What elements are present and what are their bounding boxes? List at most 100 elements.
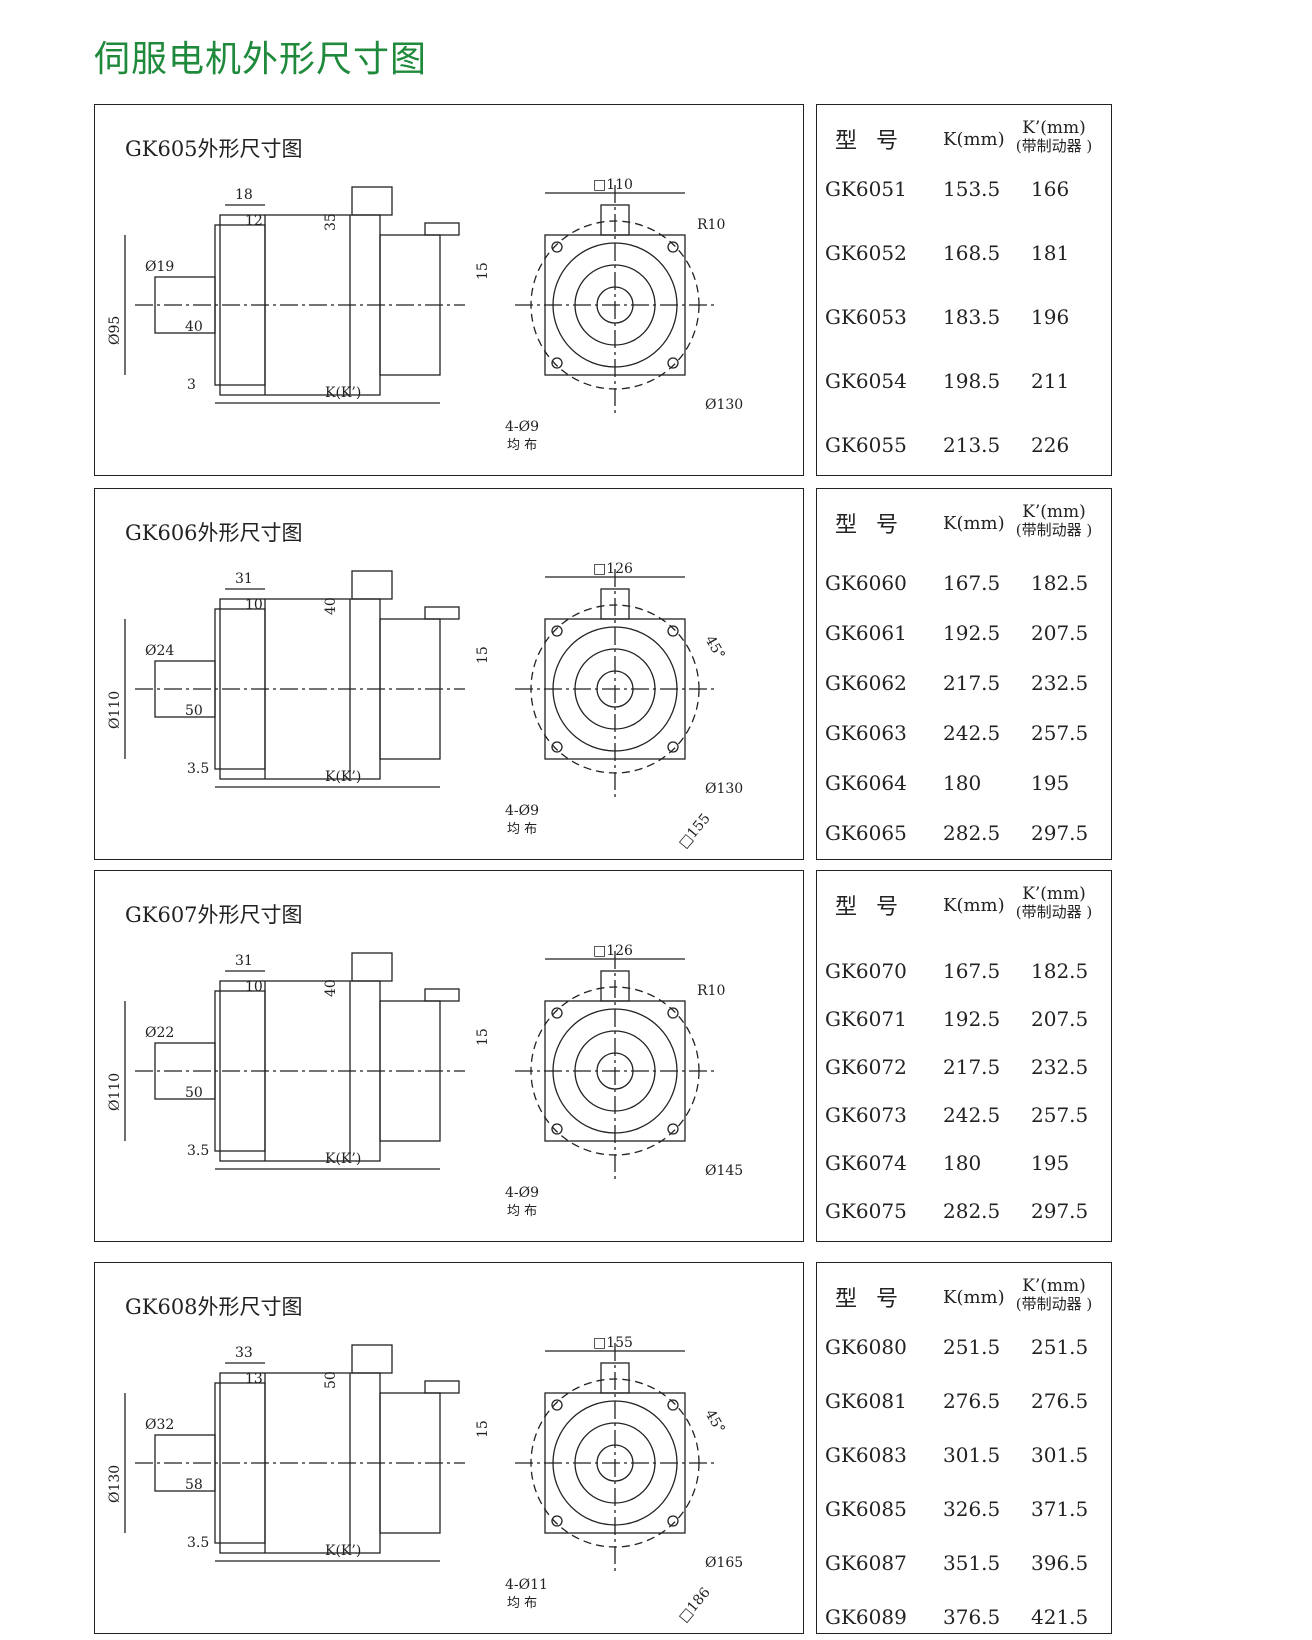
mount-hole [667, 241, 679, 253]
cell-model: GK6065 [825, 821, 907, 845]
cell-k: 242.5 [943, 1103, 1001, 1127]
mount-hole [551, 1515, 563, 1527]
cell-model: GK6083 [825, 1443, 907, 1467]
header-kp-note: (带制动器 ) [1015, 903, 1093, 921]
header-kp-note: (带制动器 ) [1015, 521, 1093, 539]
cell-model: GK6055 [825, 433, 907, 457]
cell-k: 167.5 [943, 959, 1001, 983]
holes-note: 均 布 [507, 1204, 537, 1219]
angle-label: 45° [702, 1407, 728, 1437]
cell-kp: 421.5 [1031, 1605, 1089, 1629]
cell-k: 192.5 [943, 621, 1001, 645]
shaft-dim: Ø24 [145, 643, 174, 659]
header-kp: K’(mm)(带制动器 ) [1005, 119, 1103, 155]
cell-model: GK6073 [825, 1103, 907, 1127]
mount-hole [551, 1007, 563, 1019]
header-model: 型 号 [835, 895, 904, 920]
pcd-label: Ø130 [705, 781, 743, 797]
dim-label: 3.5 [187, 1143, 209, 1159]
cell-model: GK6051 [825, 177, 907, 201]
cell-model: GK6070 [825, 959, 907, 983]
header-model: 型 号 [835, 1287, 904, 1312]
cell-model: GK6061 [825, 621, 907, 645]
mount-hole [551, 241, 563, 253]
drawing-title: GK605外形尺寸图 [125, 137, 303, 161]
diag-label: □186 [676, 1585, 714, 1626]
header-kp-label: K’(mm) [1022, 502, 1086, 522]
cell-k: 282.5 [943, 821, 1001, 845]
cell-kp: 195 [1031, 1151, 1070, 1175]
header-kp-label: K’(mm) [1022, 1276, 1086, 1296]
cell-k: 276.5 [943, 1389, 1001, 1413]
drawing-lines [124, 185, 715, 415]
cell-kp: 251.5 [1031, 1335, 1089, 1359]
shaft-dim: Ø22 [145, 1025, 174, 1041]
shaft-dim: Ø19 [145, 259, 174, 275]
cell-k: 242.5 [943, 721, 1001, 745]
mount-hole [551, 1123, 563, 1135]
mount-hole [667, 1123, 679, 1135]
connector [351, 952, 393, 982]
mount-hole [667, 625, 679, 637]
connector-2 [424, 222, 460, 236]
mount-hole [667, 1007, 679, 1019]
cell-model: GK6081 [825, 1389, 907, 1413]
radius-label: R10 [697, 983, 725, 999]
pcd-label: Ø165 [705, 1555, 743, 1571]
dim-label: 40 [185, 319, 203, 335]
dim-label: 33 [235, 1345, 253, 1361]
cell-kp: 257.5 [1031, 1103, 1089, 1127]
cell-kp: 182.5 [1031, 959, 1089, 983]
header-k: K(mm) [943, 129, 1005, 150]
drawing-title: GK607外形尺寸图 [125, 903, 303, 927]
cell-k: 301.5 [943, 1443, 1001, 1467]
header-kp: K’(mm)(带制动器 ) [1005, 503, 1103, 539]
cell-k: 168.5 [943, 241, 1001, 265]
cell-model: GK6064 [825, 771, 907, 795]
cell-kp: 195 [1031, 771, 1070, 795]
cell-k: 192.5 [943, 1007, 1001, 1031]
flange-dim-label: Ø95 [107, 316, 123, 345]
header-k: K(mm) [943, 1287, 1005, 1308]
header-kp-note: (带制动器 ) [1015, 137, 1093, 155]
cell-k: 326.5 [943, 1497, 1001, 1521]
header-kp: K’(mm)(带制动器 ) [1005, 1277, 1103, 1313]
cell-model: GK6054 [825, 369, 907, 393]
mount-hole [667, 357, 679, 369]
square-label: □126 [593, 943, 633, 959]
cell-kp: 232.5 [1031, 671, 1089, 695]
cell-k: 183.5 [943, 305, 1001, 329]
connector-2 [424, 606, 460, 620]
cell-model: GK6075 [825, 1199, 907, 1223]
dim-label: 15 [475, 1028, 491, 1046]
square-label: □126 [593, 561, 633, 577]
flange-dim-label: Ø130 [107, 1465, 123, 1503]
cell-kp: 207.5 [1031, 621, 1089, 645]
cell-model: GK6074 [825, 1151, 907, 1175]
drawing-lines [124, 569, 715, 799]
connector [351, 1344, 393, 1374]
dim-label: 50 [323, 1371, 339, 1389]
dim-label: 12 [245, 213, 263, 229]
cell-k: 167.5 [943, 571, 1001, 595]
cell-kp: 211 [1031, 369, 1070, 393]
cell-k: 213.5 [943, 433, 1001, 457]
cell-model: GK6087 [825, 1551, 907, 1575]
dim-label: 10 [245, 597, 263, 613]
cell-model: GK6053 [825, 305, 907, 329]
mount-hole [551, 1399, 563, 1411]
header-model: 型 号 [835, 513, 904, 538]
cell-model: GK6071 [825, 1007, 907, 1031]
dim-label: 40 [323, 979, 339, 997]
dim-label: 58 [185, 1477, 203, 1493]
front-connector [600, 588, 630, 620]
dim-label: 13 [245, 1371, 263, 1387]
header-kp-note: (带制动器 ) [1015, 1295, 1093, 1313]
drawing-lines [124, 1343, 715, 1573]
drawing-lines [124, 951, 715, 1181]
dim-label: 15 [475, 1420, 491, 1438]
